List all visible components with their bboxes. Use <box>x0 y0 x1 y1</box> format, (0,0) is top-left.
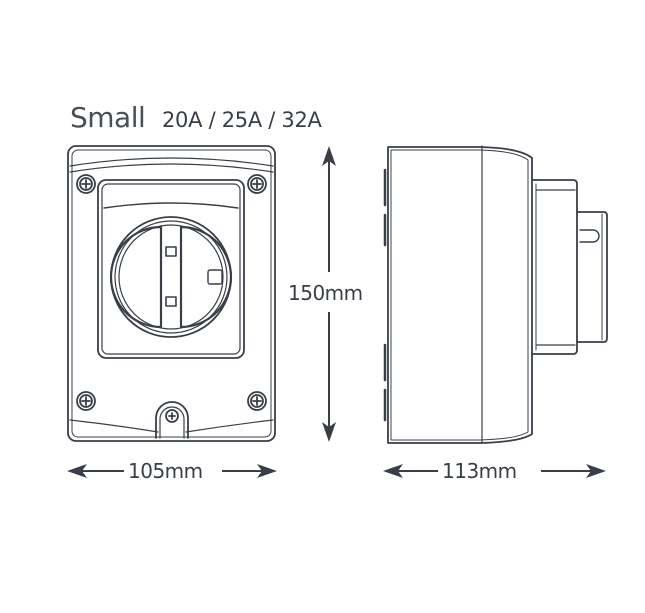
product-size-title: Small <box>70 101 146 134</box>
current-ratings: 20A / 25A / 32A <box>162 108 322 132</box>
width-dimension-arrow <box>67 464 277 478</box>
depth-dimension-arrow <box>383 464 606 478</box>
front-view <box>67 145 276 442</box>
side-view <box>383 145 608 444</box>
front-width-dimension-label: 105mm <box>128 459 203 483</box>
screw-icons <box>76 174 267 411</box>
height-dimension-arrow <box>322 146 336 442</box>
height-dimension-label: 150mm <box>288 281 363 305</box>
side-depth-dimension-label: 113mm <box>442 459 517 483</box>
